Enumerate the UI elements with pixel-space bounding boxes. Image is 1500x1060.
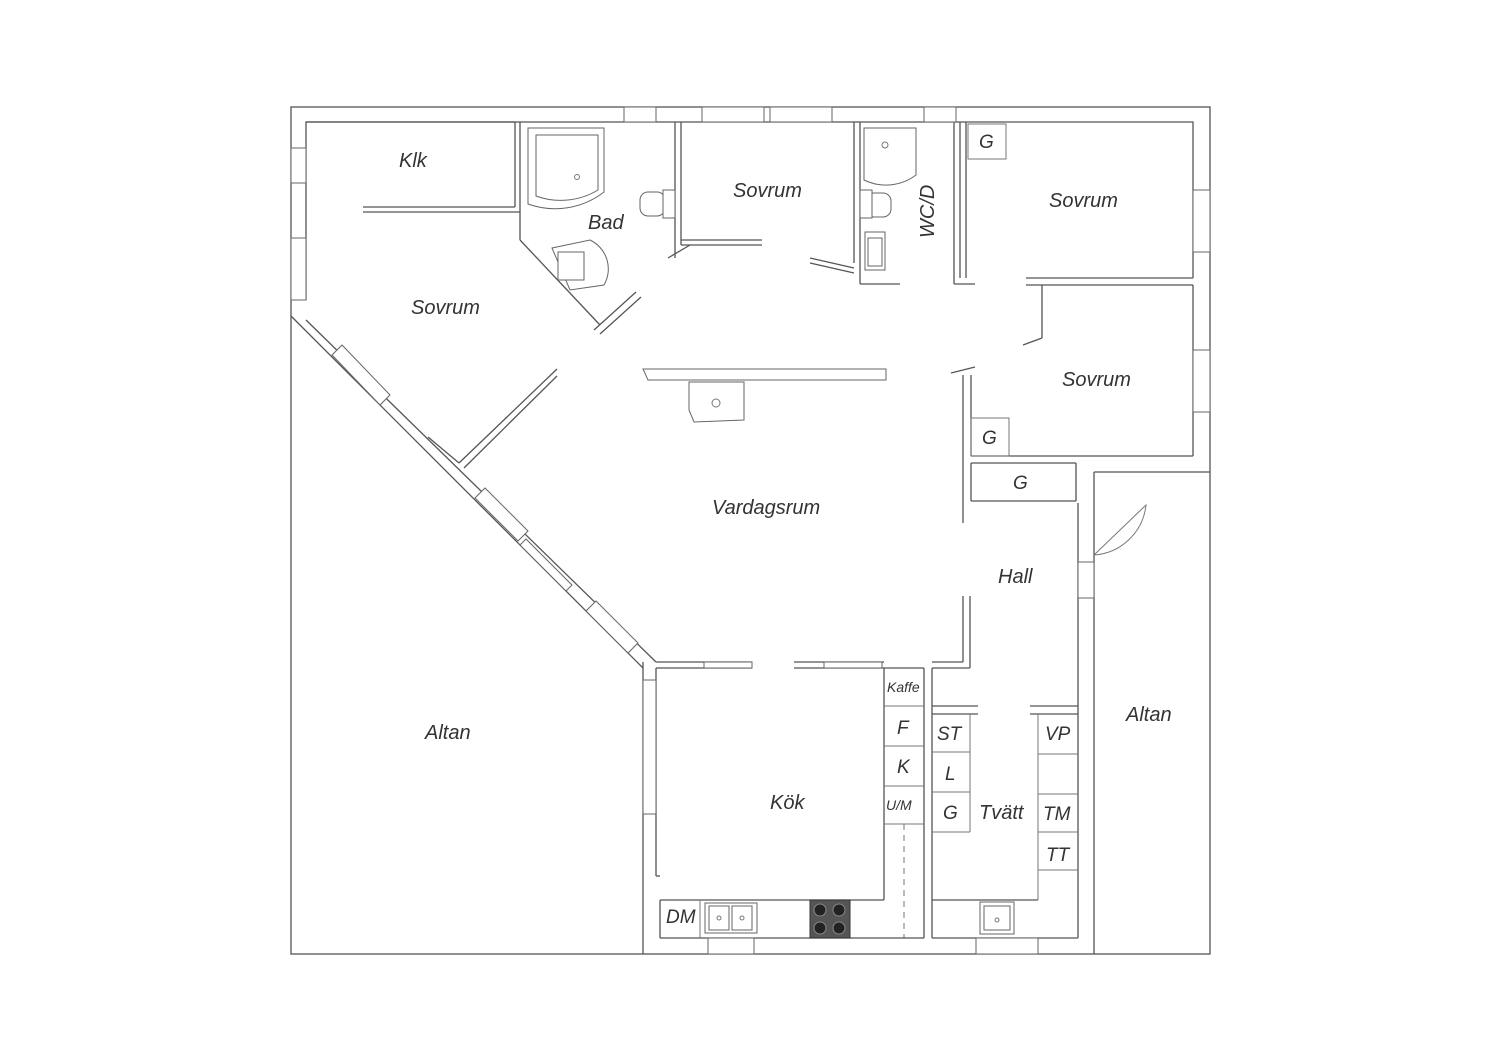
room-label-sovrum-w: Sovrum (411, 297, 480, 319)
room-label-sovrum-ne: Sovrum (1049, 190, 1118, 212)
label-tm: TM (1043, 804, 1071, 825)
label-tt: TT (1046, 845, 1071, 866)
walls (290, 121, 1210, 954)
label-um: U/M (886, 797, 912, 813)
label-st: ST (937, 724, 963, 745)
label-k: K (897, 757, 911, 778)
room-label-sovrum-e: Sovrum (1062, 369, 1131, 391)
room-label-altan-e: Altan (1125, 704, 1172, 726)
label-g-ne: G (979, 132, 994, 153)
storage-box (967, 123, 1007, 160)
label-kaffe: Kaffe (887, 679, 920, 695)
outer-boundary (290, 106, 1211, 955)
label-l: L (945, 764, 956, 785)
room-label-sovrum-top: Sovrum (733, 180, 802, 202)
room-label-wcd: WC/D (917, 185, 939, 238)
label-g-tvatt: G (943, 803, 958, 824)
room-label-vardagsrum: Vardagsrum (712, 497, 820, 519)
room-label-altan-w: Altan (424, 722, 471, 744)
label-dm: DM (666, 907, 696, 928)
room-label-tvatt: Tvätt (979, 802, 1025, 824)
label-f: F (897, 718, 910, 739)
label-g-e: G (982, 428, 997, 449)
windows (290, 106, 1211, 955)
room-label-kok: Kök (770, 792, 805, 814)
room-label-klk: Klk (399, 150, 428, 172)
label-vp: VP (1045, 724, 1071, 745)
storage-box (970, 417, 1010, 457)
label-g-hall: G (1013, 473, 1028, 494)
room-label-hall: Hall (998, 566, 1033, 588)
room-label-bad: Bad (588, 212, 624, 234)
bathroom-fixtures (527, 127, 917, 291)
